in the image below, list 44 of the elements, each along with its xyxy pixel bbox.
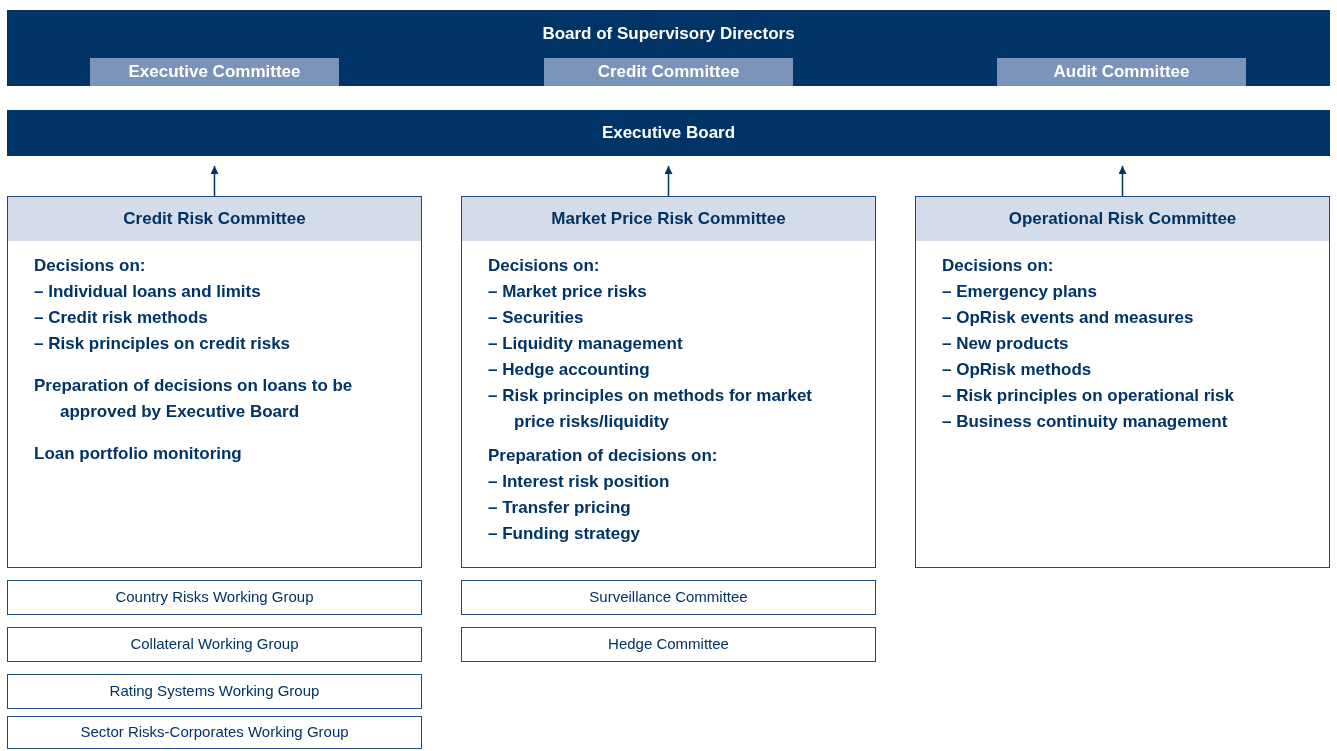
working-group-box: Sector Risks-Corporates Working Group [7,716,422,749]
duty-text: – OpRisk events and measures [942,307,1195,329]
committee-heading: Market Price Risk Committee [462,197,875,241]
duty-text: – Securities [488,307,585,329]
working-group-box: Hedge Committee [461,627,876,662]
duty-text: Preparation of decisions on: [488,445,719,467]
committee-box [915,196,1330,568]
duty-text: – Interest risk position [488,471,671,493]
committee-heading: Operational Risk Committee [916,197,1329,241]
duty-text: – New products [942,333,1070,355]
committee-box [461,196,876,568]
duty-text: Decisions on: [34,255,147,277]
committee-box [7,196,422,568]
duty-text: – Risk principles on methods for market price risks/liquidity [488,385,814,433]
duty-text: – Individual loans and limits [34,281,262,303]
board-title: Board of Supervisory Directors [542,23,795,45]
duty-text: – Liquidity management [488,333,684,355]
duty-text: – Business continuity management [942,411,1229,433]
committee-tab: Executive Committee [90,58,339,86]
duty-text: – Transfer pricing [488,497,632,519]
board-banner [7,10,1330,86]
duty-text: – Market price risks [488,281,648,303]
duty-text: – Risk principles on credit risks [34,333,292,355]
committee-tab: Audit Committee [997,58,1246,86]
duty-text: – Emergency plans [942,281,1098,303]
duty-text: – OpRisk methods [942,359,1093,381]
arrow [210,165,219,197]
working-group-box: Collateral Working Group [7,627,422,662]
working-group-box: Rating Systems Working Group [7,674,422,709]
duty-text: – Risk principles on operational risk [942,385,1235,407]
duty-text: Loan portfolio monitoring [34,443,243,465]
duty-text: Preparation of decisions on loans to be approved by Executive Board [34,375,354,423]
committee-tab: Credit Committee [544,58,793,86]
duty-text: – Funding strategy [488,523,642,545]
duty-text: Decisions on: [488,255,601,277]
duty-text: – Credit risk methods [34,307,209,329]
working-group-box: Surveillance Committee [461,580,876,615]
arrow [664,165,673,197]
arrow [1118,165,1127,197]
committee-heading: Credit Risk Committee [8,197,421,241]
working-group-box: Country Risks Working Group [7,580,422,615]
board-banner: Executive Board [7,110,1330,156]
duty-text: Decisions on: [942,255,1055,277]
duty-text: – Hedge accounting [488,359,651,381]
